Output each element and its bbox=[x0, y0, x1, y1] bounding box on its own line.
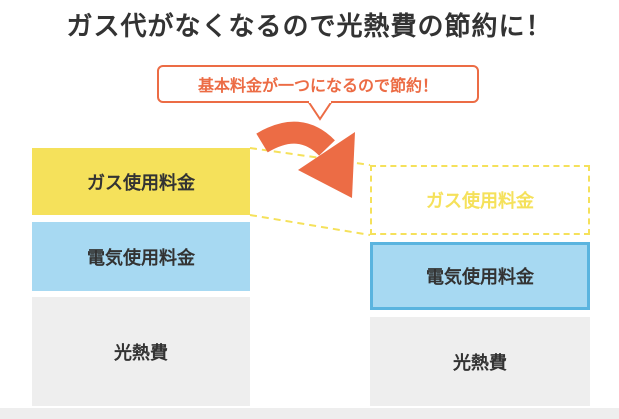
page-title: ガス代がなくなるので光熱費の節約に！ bbox=[66, 12, 553, 42]
before-utility-cost-block: 光熱費 bbox=[32, 297, 250, 406]
before-electric-fee-block: 電気使用料金 bbox=[32, 222, 250, 291]
before-gas-fee-block: ガス使用料金 bbox=[32, 148, 250, 215]
callout-tail bbox=[307, 101, 333, 121]
savings-callout: 基本料金が一つになるので節約！ bbox=[157, 65, 479, 103]
after-gas-fee-removed-block: ガス使用料金 bbox=[370, 165, 590, 235]
gas-dashed-connector-bottom bbox=[249, 214, 371, 236]
curved-arrow-icon bbox=[256, 121, 355, 198]
after-utility-cost-block: 光熱費 bbox=[370, 317, 590, 406]
after-electric-fee-block: 電気使用料金 bbox=[370, 242, 590, 310]
baseline-floor bbox=[0, 408, 619, 419]
